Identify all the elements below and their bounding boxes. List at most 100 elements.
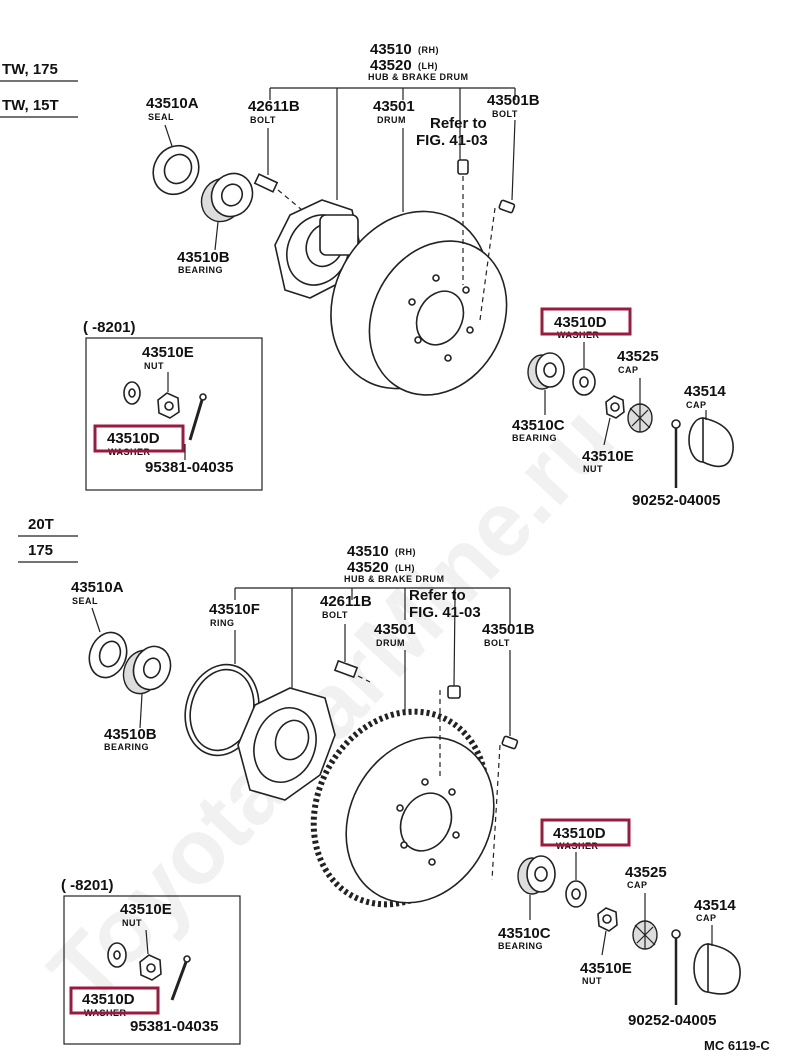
bottom-cap-large-part xyxy=(693,925,741,995)
top-cap-large-name: CAP xyxy=(686,400,707,410)
bottom-pin-pn: 90252-04005 xyxy=(628,1012,716,1029)
bottom-bearing-c-name: BEARING xyxy=(498,941,543,951)
top-cap-small-pn: 43525 xyxy=(617,348,659,365)
top-inset-pin-pn: 95381-04035 xyxy=(145,459,233,476)
top-bolt1-pn: 42611B xyxy=(248,98,300,115)
bottom-hub-lh: (LH) xyxy=(395,563,415,573)
bottom-cap-small-name: CAP xyxy=(627,880,648,890)
top-inset: ( -8201) 43510E NUT 43510D WASHER 95381-… xyxy=(83,319,263,491)
top-drum-name: DRUM xyxy=(377,115,406,125)
bottom-inset-range: ( -8201) xyxy=(61,877,114,894)
top-bolt2-pn: 43501B xyxy=(487,92,540,109)
bottom-bearing-b-name: BEARING xyxy=(104,742,149,752)
bottom-cap-small-pn: 43525 xyxy=(625,864,667,881)
top-hub-rh: (RH) xyxy=(418,45,439,55)
bottom-seal-part xyxy=(88,607,128,679)
top-section: TW, 175 TW, 15T 43510 (RH) 43520 (LH) HU… xyxy=(0,41,734,509)
bottom-bearing-b-part xyxy=(122,645,172,729)
top-drum-pn: 43501 xyxy=(373,98,415,115)
bottom-refer-1: Refer to xyxy=(409,587,466,604)
bottom-hub-pn-rh: 43510 xyxy=(347,543,389,560)
bottom-bolt1-pn: 42611B xyxy=(320,593,372,610)
bottom-ring-name: RING xyxy=(210,618,235,628)
top-washer-highlight xyxy=(540,307,632,336)
bottom-cap-small-part xyxy=(632,893,658,950)
bottom-bolt2-name: BOLT xyxy=(484,638,510,648)
top-refer-2: FIG. 41-03 xyxy=(416,132,488,149)
bottom-inset: ( -8201) 43510E NUT 43510D WASHER 95381-… xyxy=(61,877,241,1045)
bottom-hub-name: HUB & BRAKE DRUM xyxy=(344,574,445,584)
bottom-bearing-b-pn: 43510B xyxy=(104,726,157,743)
bottom-drum-pn: 43501 xyxy=(374,621,416,638)
bottom-washer-highlight xyxy=(540,818,631,847)
top-inset-nut-name: NUT xyxy=(144,361,164,371)
bottom-washer-pn: 43510D xyxy=(553,825,606,842)
top-bolt2-name: BOLT xyxy=(492,109,518,119)
bottom-bolt1-part xyxy=(333,624,371,683)
top-nut-pn: 43510E xyxy=(582,448,634,465)
bottom-model-line-1: 20T xyxy=(28,516,54,533)
bottom-inset-pin-pn: 95381-04035 xyxy=(130,1018,218,1035)
bottom-washer-part xyxy=(565,852,587,908)
bottom-bolt2-pn: 43501B xyxy=(482,621,535,638)
bottom-pin-part xyxy=(671,929,681,1005)
bottom-hub-rh: (RH) xyxy=(395,547,416,557)
top-pin-pn: 90252-04005 xyxy=(632,492,720,509)
top-hub-lh: (LH) xyxy=(418,61,438,71)
top-hub-name: HUB & BRAKE DRUM xyxy=(368,72,469,82)
bottom-bearing-c-part xyxy=(517,855,556,920)
bottom-cap-large-pn: 43514 xyxy=(694,897,736,914)
bottom-ring-pn: 43510F xyxy=(209,601,260,618)
bottom-hub-pn-lh: 43520 xyxy=(347,559,389,576)
top-washer-pn: 43510D xyxy=(554,314,607,331)
bottom-cap-large-name: CAP xyxy=(696,913,717,923)
bottom-drum-name: DRUM xyxy=(376,638,405,648)
top-inset-washer-highlight xyxy=(93,424,185,453)
top-seal-pn: 43510A xyxy=(146,95,199,112)
bottom-seal-pn: 43510A xyxy=(71,579,124,596)
bottom-model-line-2: 175 xyxy=(28,542,53,559)
bottom-refer-2: FIG. 41-03 xyxy=(409,604,481,621)
top-bolt1-part xyxy=(253,128,303,211)
bottom-drum-bolts xyxy=(439,599,519,881)
bottom-inset-washer-pn: 43510D xyxy=(82,991,135,1008)
top-bolt1-name: BOLT xyxy=(250,115,276,125)
top-cap-small-part xyxy=(627,378,653,433)
top-cap-large-part xyxy=(688,410,734,468)
top-bearing-b-pn: 43510B xyxy=(177,249,230,266)
top-drum-part xyxy=(330,128,508,396)
bottom-nut-pn: 43510E xyxy=(580,960,632,977)
bottom-drum-part xyxy=(310,650,495,908)
figure-code: MC 6119-C xyxy=(704,1038,770,1053)
top-inset-range: ( -8201) xyxy=(83,319,136,336)
top-drum-bolts xyxy=(457,112,516,321)
top-inset-nut-pn: 43510E xyxy=(142,344,194,361)
top-pin-part xyxy=(671,419,681,488)
top-nut-name: NUT xyxy=(583,464,603,474)
top-bearing-b-part xyxy=(200,172,254,251)
bottom-ring-part xyxy=(184,630,260,757)
bottom-inset-washer-highlight xyxy=(69,986,160,1015)
top-bearing-c-pn: 43510C xyxy=(512,417,565,434)
top-model-line-2: TW, 15T xyxy=(2,97,59,114)
bottom-inset-nut-pn: 43510E xyxy=(120,901,172,918)
bottom-hub-part xyxy=(237,687,336,801)
top-nut-part xyxy=(603,395,625,446)
bottom-nut-part xyxy=(597,907,618,956)
bottom-inset-nut-name: NUT xyxy=(122,918,142,928)
bottom-seal-name: SEAL xyxy=(72,596,98,606)
top-seal-name: SEAL xyxy=(148,112,174,122)
bottom-section: 20T 175 43510 (RH) 43520 (LH) HUB & BRAK… xyxy=(18,516,741,1045)
top-hub-part xyxy=(274,199,361,299)
top-washer-part xyxy=(572,342,596,396)
top-seal-part xyxy=(152,124,200,196)
top-inset-washer-pn: 43510D xyxy=(107,430,160,447)
top-bearing-c-name: BEARING xyxy=(512,433,557,443)
top-bearing-b-name: BEARING xyxy=(178,265,223,275)
top-hub-pn-lh: 43520 xyxy=(370,57,412,74)
top-hub-pn-rh: 43510 xyxy=(370,41,412,58)
top-bearing-c-part xyxy=(527,352,565,415)
bottom-bolt1-name: BOLT xyxy=(322,610,348,620)
top-cap-small-name: CAP xyxy=(618,365,639,375)
